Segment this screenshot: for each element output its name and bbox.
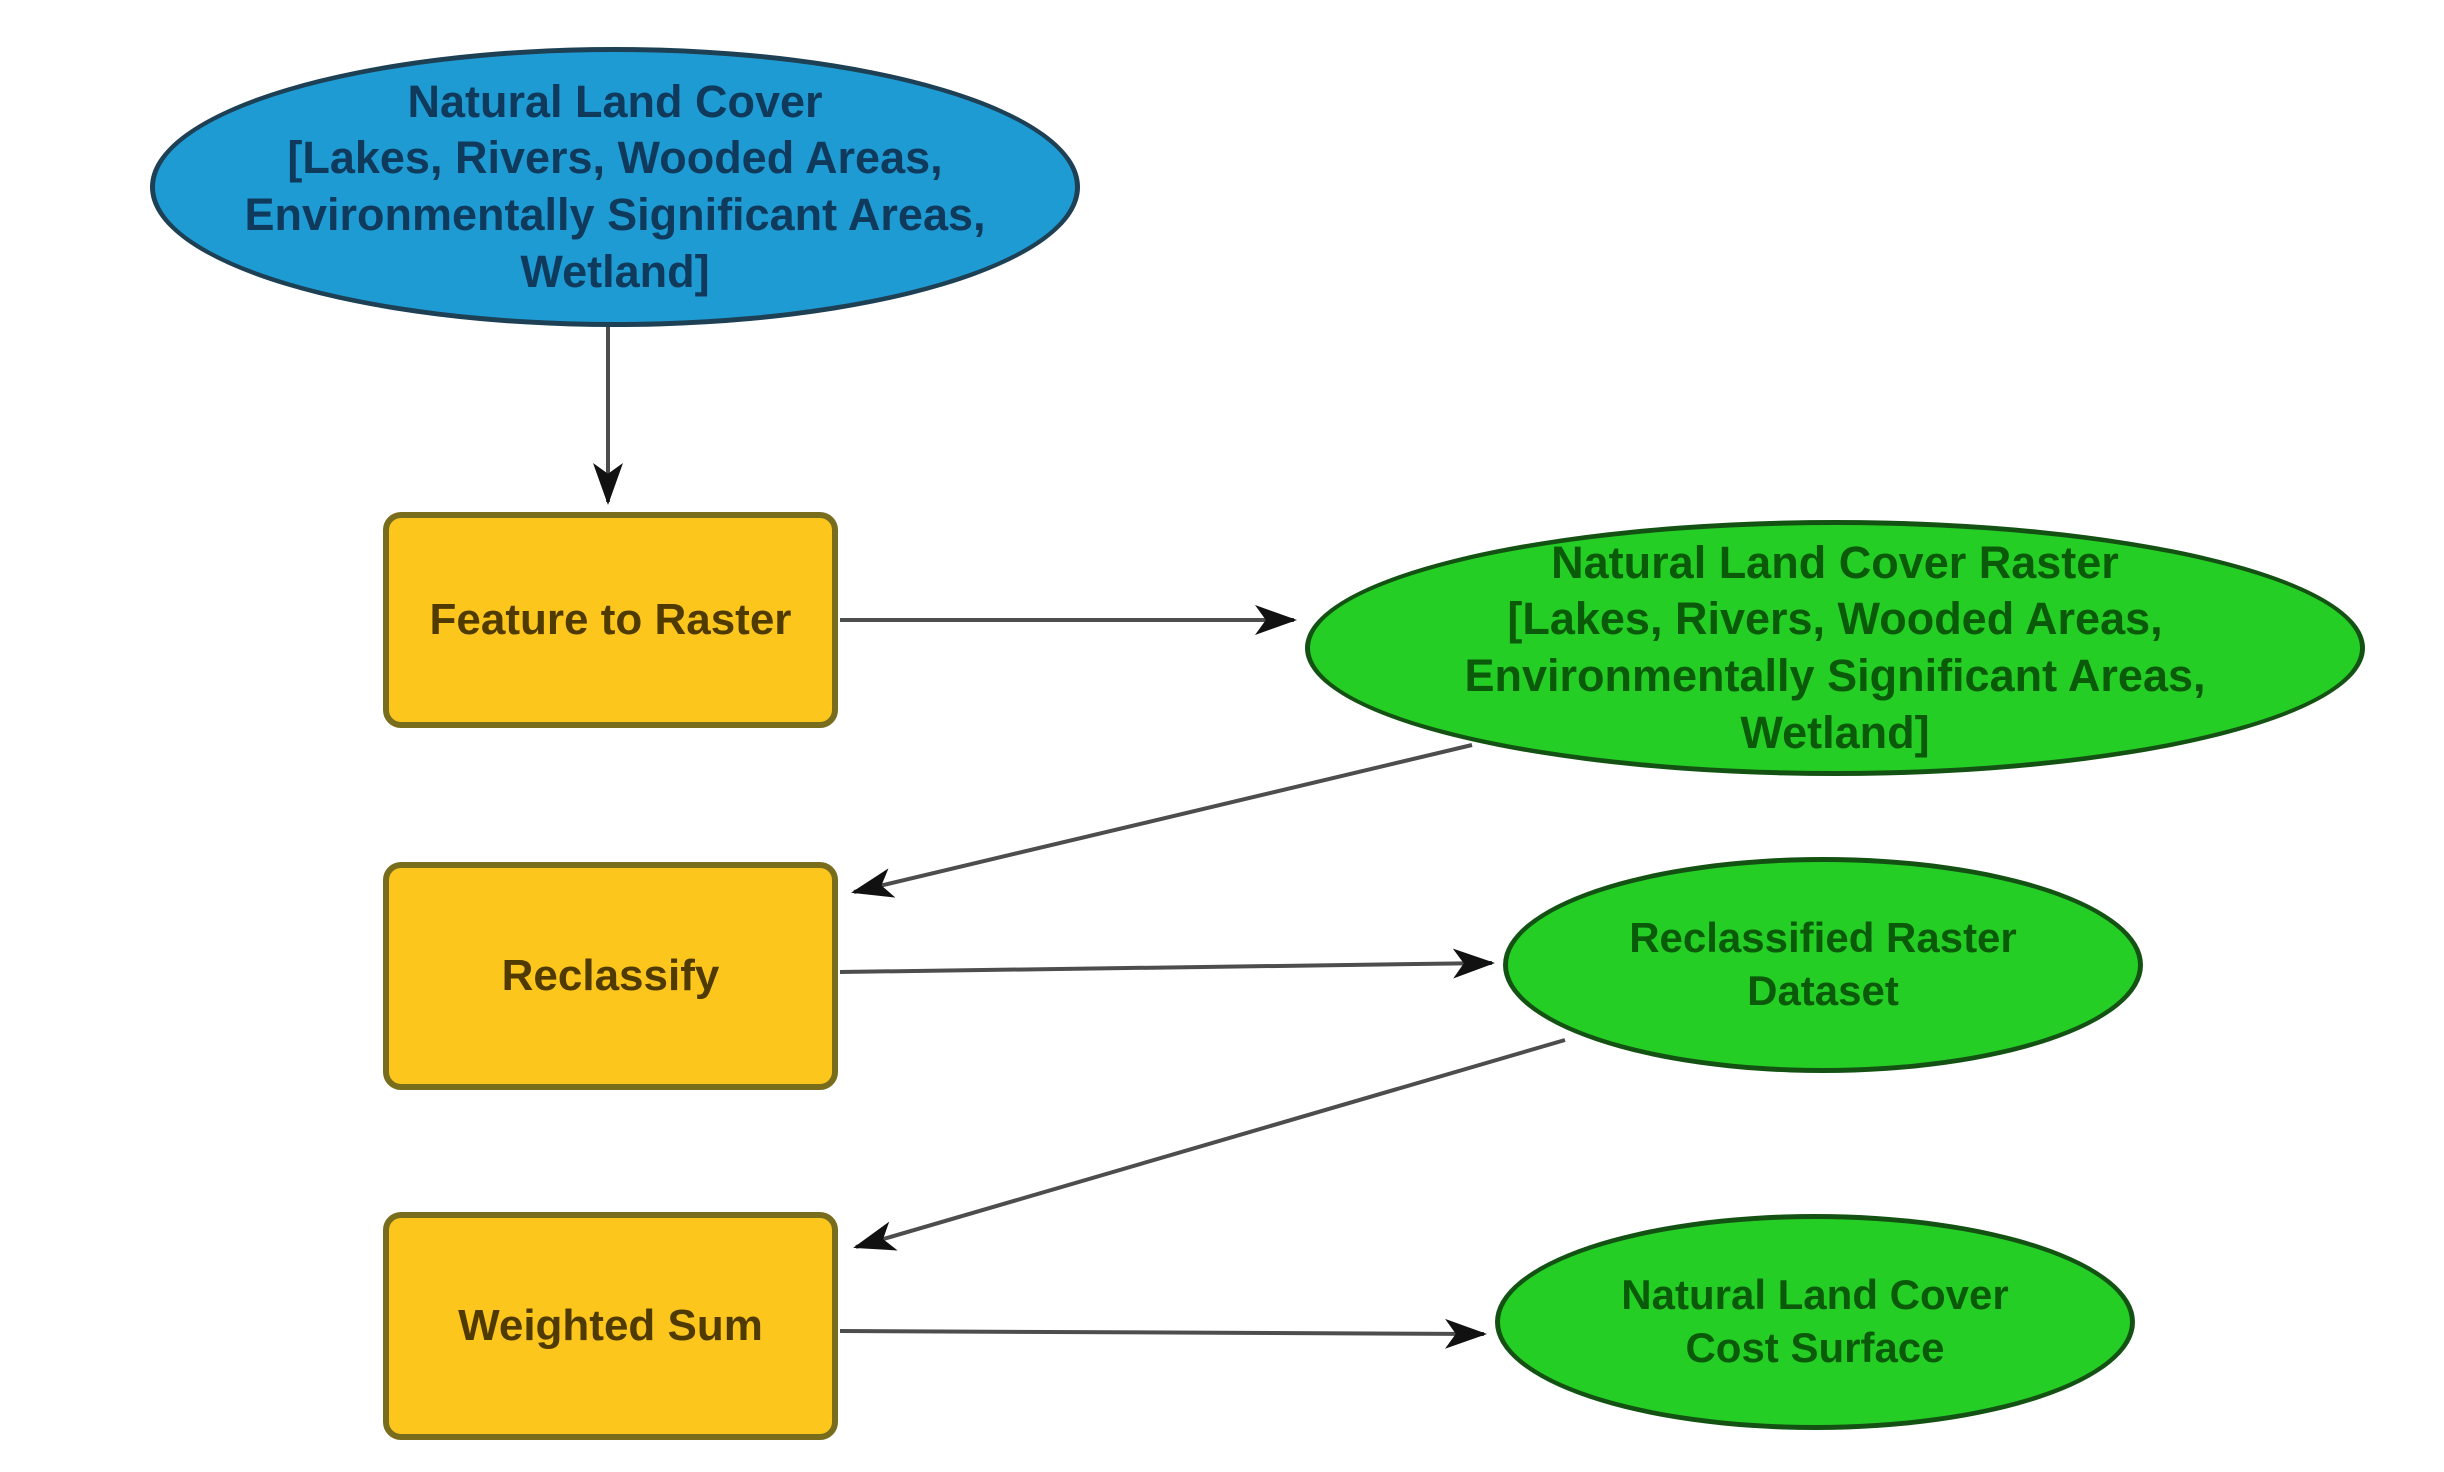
node-reclassified-raster-dataset[interactable]: Reclassified Raster Dataset — [1503, 857, 2143, 1073]
edge-weighted-sum-to-cost-surface — [839, 1318, 1487, 1349]
node-label: Weighted Sum — [458, 1301, 763, 1350]
node-label-line: [Lakes, Rivers, Wooded Areas, — [1507, 593, 2163, 645]
node-label: Natural Land Cover [Lakes, Rivers, Woode… — [244, 74, 985, 301]
node-label-line: Environmentally Significant Areas, — [1464, 650, 2206, 701]
node-natural-land-cover-raster[interactable]: Natural Land Cover Raster [Lakes, Rivers… — [1305, 520, 2365, 776]
node-label-line: [Lakes, Rivers, Wooded Areas, — [287, 132, 943, 184]
node-label: Reclassified Raster Dataset — [1629, 912, 2017, 1018]
node-label-line: Natural Land Cover — [1621, 1271, 2009, 1319]
node-label: Feature to Raster — [429, 595, 792, 644]
node-label-line: Wetland] — [520, 245, 710, 297]
edge-nlc-raster-to-reclassify — [851, 743, 1473, 898]
node-label-line: Environmentally Significant Areas, — [244, 189, 986, 240]
node-label-line: Natural Land Cover — [407, 75, 823, 127]
node-label-line: Cost Surface — [1685, 1324, 1945, 1371]
node-label: Natural Land Cover Cost Surface — [1621, 1269, 2008, 1375]
node-reclassify-tool[interactable]: Reclassify — [383, 862, 838, 1090]
node-feature-to-raster-tool[interactable]: Feature to Raster — [383, 512, 838, 728]
node-label: Natural Land Cover Raster [Lakes, Rivers… — [1464, 535, 2205, 762]
node-label-line: Dataset — [1747, 967, 1899, 1014]
node-label-line: Natural Land Cover Raster — [1551, 536, 2119, 588]
edge-reclassify-to-reclassified-raster — [839, 948, 1495, 979]
node-weighted-sum-tool[interactable]: Weighted Sum — [383, 1212, 838, 1440]
node-natural-land-cover-input[interactable]: Natural Land Cover [Lakes, Rivers, Woode… — [150, 47, 1080, 327]
node-label: Reclassify — [501, 951, 720, 1000]
node-label-line: Reclassified Raster — [1629, 914, 2017, 962]
edge-reclassified-raster-to-weighted-sum — [853, 1038, 1566, 1251]
node-label-line: Wetland] — [1740, 706, 1930, 758]
node-natural-land-cover-cost-surface[interactable]: Natural Land Cover Cost Surface — [1495, 1214, 2135, 1430]
